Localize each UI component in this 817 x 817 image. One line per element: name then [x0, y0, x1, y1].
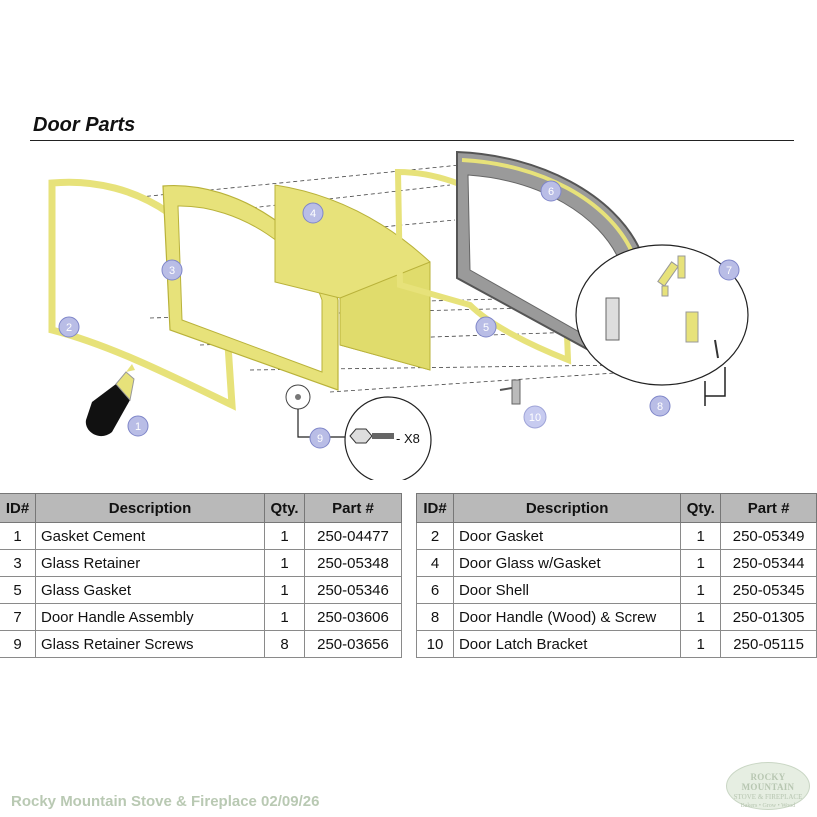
- cell-qty: 1: [680, 549, 722, 577]
- cell-id: 5: [0, 576, 36, 604]
- logo-line-2: STOVE & FIREPLACE: [733, 793, 803, 801]
- header-id: ID#: [416, 493, 454, 523]
- callout-5: 5: [475, 316, 497, 338]
- cell-id: 3: [0, 549, 36, 577]
- header-description: Description: [35, 493, 265, 523]
- glass-retainer-screw: - X8: [285, 384, 432, 480]
- cell-qty: 1: [264, 576, 305, 604]
- cell-description: Door Latch Bracket: [452, 630, 682, 658]
- callout-3: 3: [161, 259, 183, 281]
- cell-part: 250-01305: [720, 603, 817, 631]
- table-header-row: ID# Description Qty. Part #: [0, 493, 402, 523]
- cell-qty: 1: [680, 522, 722, 550]
- screw-qty-label: - X8: [396, 431, 420, 446]
- cell-description: Door Handle Assembly: [35, 603, 265, 631]
- header-qty: Qty.: [680, 493, 722, 523]
- company-logo: ROCKY MOUNTAIN STOVE & FIREPLACE Bakers …: [726, 762, 810, 810]
- cell-description: Door Glass w/Gasket: [452, 549, 682, 577]
- callout-6: 6: [540, 180, 562, 202]
- cell-part: 250-05344: [720, 549, 817, 577]
- title-divider: [30, 140, 794, 141]
- cell-part: 250-05115: [720, 630, 817, 658]
- svg-text:6: 6: [548, 186, 554, 198]
- cell-id: 7: [0, 603, 36, 631]
- cell-description: Glass Retainer: [35, 549, 265, 577]
- cell-part: 250-04477: [304, 522, 402, 550]
- svg-text:3: 3: [169, 265, 175, 277]
- cell-qty: 1: [264, 603, 305, 631]
- cell-qty: 1: [264, 549, 305, 577]
- cell-description: Glass Gasket: [35, 576, 265, 604]
- header-description: Description: [452, 493, 682, 523]
- cell-qty: 1: [680, 630, 722, 658]
- cell-part: 250-05349: [720, 522, 817, 550]
- cell-part: 250-03606: [304, 603, 402, 631]
- header-qty: Qty.: [264, 493, 305, 523]
- cell-description: Glass Retainer Screws: [35, 630, 265, 658]
- cell-id: 8: [416, 603, 454, 631]
- door-latch-bracket: [499, 379, 521, 405]
- svg-text:5: 5: [483, 322, 489, 334]
- svg-text:4: 4: [310, 208, 316, 220]
- page-title: Door Parts: [33, 114, 136, 136]
- cell-part: 250-05345: [720, 576, 817, 604]
- svg-text:7: 7: [726, 265, 732, 277]
- logo-line-1: ROCKY MOUNTAIN: [741, 772, 795, 792]
- header-part: Part #: [720, 493, 817, 523]
- svg-text:2: 2: [66, 322, 72, 334]
- door-handle-detail: [575, 244, 749, 386]
- cell-qty: 8: [264, 630, 305, 658]
- cell-description: Door Gasket: [452, 522, 682, 550]
- callout-8: 8: [649, 395, 671, 417]
- cell-part: 250-03656: [304, 630, 402, 658]
- cell-qty: 1: [264, 522, 305, 550]
- callout-10: 10: [523, 405, 547, 429]
- svg-text:9: 9: [317, 433, 323, 445]
- svg-text:1: 1: [135, 421, 141, 433]
- header-id: ID#: [0, 493, 36, 523]
- cell-part: 250-05346: [304, 576, 402, 604]
- cell-qty: 1: [680, 603, 722, 631]
- footer-text: Rocky Mountain Stove & Fireplace 02/09/2…: [11, 793, 320, 810]
- cell-id: 1: [0, 522, 36, 550]
- gasket-cement-bottle: [85, 364, 135, 437]
- table-header-row: ID# Description Qty. Part #: [416, 493, 817, 523]
- callout-4: 4: [302, 202, 324, 224]
- cell-qty: 1: [680, 576, 722, 604]
- callout-1: 1: [127, 415, 149, 437]
- svg-text:8: 8: [657, 401, 663, 413]
- cell-part: 250-05348: [304, 549, 402, 577]
- callout-2: 2: [58, 316, 80, 338]
- header-part: Part #: [304, 493, 402, 523]
- exploded-parts-diagram: - X8 1 2 3 4 5 6 7 8 9 10: [48, 150, 749, 480]
- svg-text:10: 10: [529, 412, 541, 424]
- cell-description: Gasket Cement: [35, 522, 265, 550]
- cell-id: 2: [416, 522, 454, 550]
- cell-id: 10: [416, 630, 454, 658]
- callout-8-leader: [704, 367, 726, 406]
- logo-line-3: Bakers • Grow • Wood: [740, 803, 796, 809]
- cell-id: 4: [416, 549, 454, 577]
- callout-9: 9: [309, 427, 331, 449]
- cell-id: 6: [416, 576, 454, 604]
- cell-description: Door Shell: [452, 576, 682, 604]
- callout-7: 7: [718, 259, 740, 281]
- cell-description: Door Handle (Wood) & Screw: [452, 603, 682, 631]
- cell-id: 9: [0, 630, 36, 658]
